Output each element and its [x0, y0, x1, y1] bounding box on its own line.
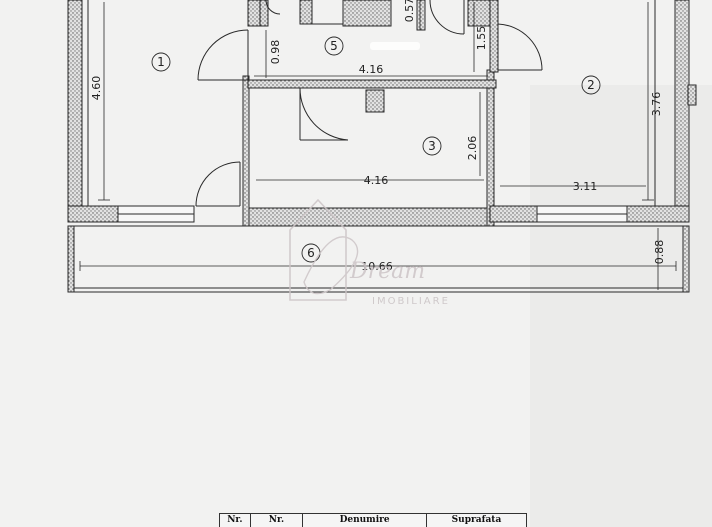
dim-room2-width: 3.11 [573, 180, 598, 193]
wall-room3-left [242, 75, 250, 227]
dim-terrace-length: 10.66 [361, 260, 393, 273]
room-number-6: 6 [307, 246, 315, 260]
windows [117, 205, 628, 223]
legend-col-nr-2: Nr. [251, 514, 304, 527]
wall-bath-c [342, 0, 392, 27]
dim-door-098: 0.98 [269, 40, 282, 65]
dim-corridor-width: 4.16 [359, 63, 384, 76]
wall-right-bump [687, 84, 697, 106]
watermark: Dream IMOBILIARE [289, 198, 450, 307]
room-number-2: 2 [587, 78, 595, 92]
dim-room1-height: 4.60 [90, 76, 103, 101]
terrace [67, 225, 690, 293]
wall-top-right2 [489, 0, 499, 73]
wall-room3-bottom [242, 207, 494, 227]
dim-terrace-depth: 0.88 [653, 240, 666, 265]
wall-right [674, 0, 690, 223]
dim-room3-width: 4.16 [364, 174, 389, 187]
legend-col-nr-1: Nr. [220, 514, 251, 527]
wall-corridor [247, 79, 497, 89]
dim-top-155: 1.55 [475, 26, 488, 51]
walls [67, 0, 697, 227]
dimension-lines [79, 0, 677, 290]
room-labels: 1 2 3 5 6 [151, 36, 601, 263]
wall-left [67, 0, 83, 223]
wall-room1-bottom [67, 205, 119, 223]
room-number-1: 1 [157, 55, 165, 69]
wall-room3-right [486, 69, 495, 227]
dim-room3-height: 2.06 [466, 136, 479, 161]
room-number-3: 3 [428, 139, 436, 153]
watermark-script: Dream [349, 259, 425, 284]
column [365, 89, 385, 113]
wall-top-right [467, 0, 493, 27]
room-number-5: 5 [330, 39, 338, 53]
wall-bath-b [299, 0, 313, 25]
dim-top-057: 0.57 [403, 0, 416, 22]
wall-room2-bottom [626, 205, 690, 223]
legend-col-suprafata: Suprafata [451, 515, 502, 525]
wall-bath-a [247, 0, 269, 27]
door-swings [195, 0, 543, 207]
legend-table-header: Nr. Nr. Denumire Suprafata [219, 513, 527, 527]
watermark-sub: IMOBILIARE [372, 296, 450, 307]
wall-bath-d [416, 0, 426, 31]
dim-room2-height: 3.76 [650, 92, 663, 117]
legend-col-denumire: Denumire [303, 514, 427, 527]
